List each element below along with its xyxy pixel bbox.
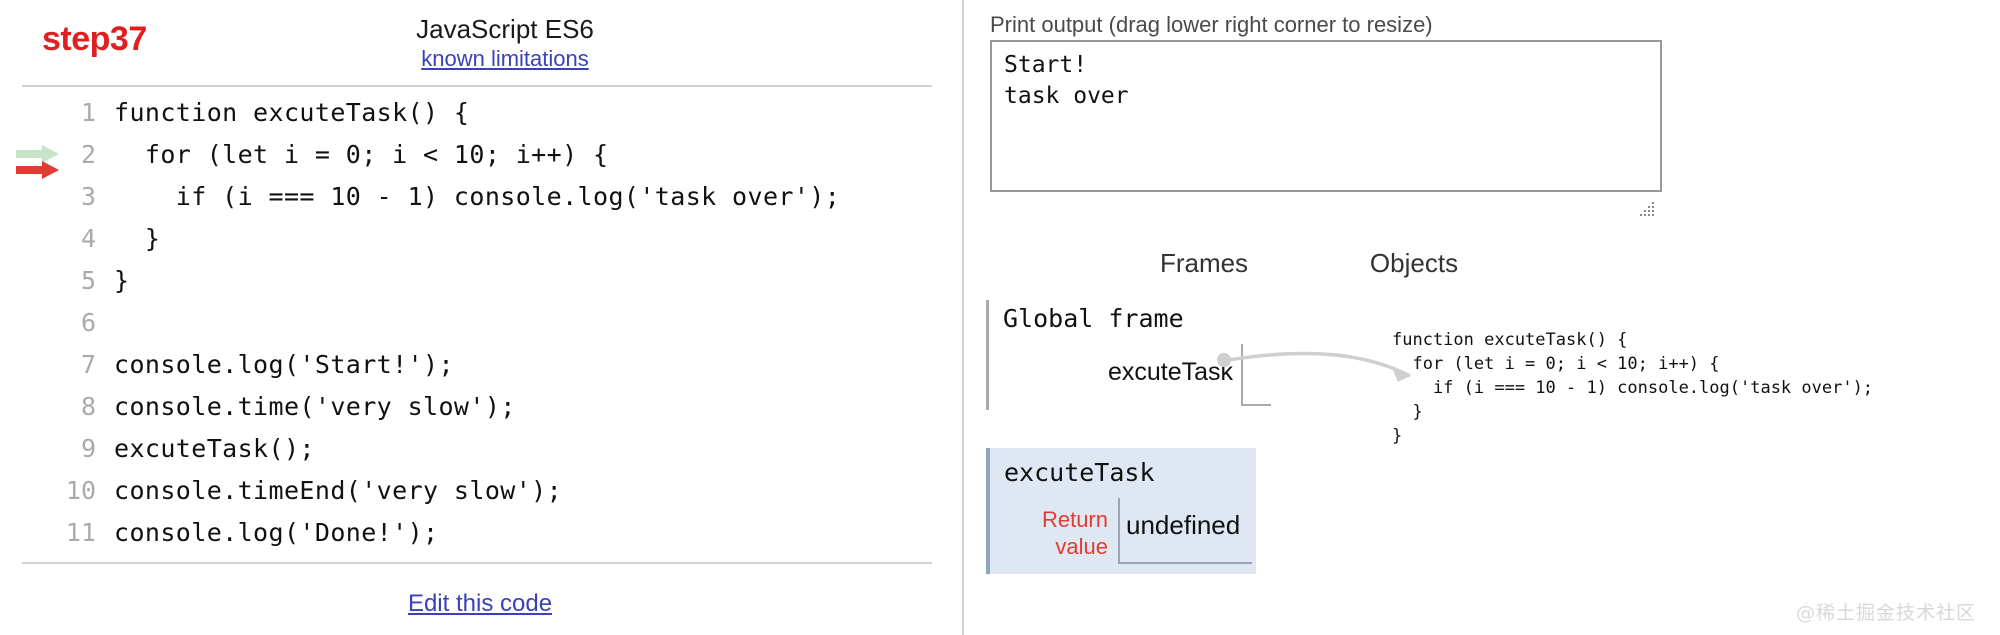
objects-header: Objects [1369, 248, 1459, 278]
line-number: 9 [80, 434, 96, 463]
watermark: @稀土掘金技术社区 [1795, 602, 1976, 624]
line-number: 6 [80, 308, 96, 337]
global-frame-title: Global frame [1003, 304, 1184, 333]
print-output-box[interactable]: Start! task over [990, 40, 1662, 192]
code-listing: 1 function excuteTask() { 2 for (let i = 0… [22, 98, 932, 560]
code-line: 2 for (let i = 0; i < 10; i++) { [22, 140, 932, 182]
return-value-label: Return value [1041, 507, 1108, 559]
current-line-arrow-icon [16, 161, 59, 179]
step-counter-label: step37 [42, 20, 147, 58]
code-line: 9 excuteTask(); [22, 434, 932, 476]
divider-bottom [22, 562, 932, 564]
line-number: 10 [65, 476, 96, 505]
visualization-pane: Print output (drag lower right corner to… [964, 0, 2000, 635]
line-text: } [114, 266, 130, 295]
global-variable-name: excuteTask [1107, 358, 1233, 386]
pane-divider [962, 0, 964, 635]
line-number: 4 [80, 224, 96, 253]
known-limitations-link[interactable]: known limitations [421, 46, 589, 71]
code-line: 11 console.log('Done!'); [22, 518, 932, 560]
line-number: 2 [80, 140, 96, 169]
code-line: 3 if (i === 10 - 1) console.log('task ov… [22, 182, 932, 224]
line-text: excuteTask(); [114, 434, 315, 463]
return-value-slot [1118, 498, 1252, 564]
line-text: console.timeEnd('very slow'); [114, 476, 563, 505]
line-number: 3 [80, 182, 96, 211]
resize-grip-icon[interactable] [1640, 200, 1656, 216]
line-text: if (i === 10 - 1) console.log('task over… [114, 182, 841, 211]
edit-this-code-link[interactable]: Edit this code [407, 590, 553, 617]
print-output-label: Print output (drag lower right corner to… [990, 12, 1433, 37]
frame-title: excuteTask [1004, 458, 1155, 487]
pointer-arrow-icon [1217, 351, 1411, 382]
code-line: 1 function excuteTask() { [22, 98, 932, 140]
line-number: 8 [80, 392, 96, 421]
code-line: 10 console.timeEnd('very slow'); [22, 476, 932, 518]
line-text: console.time('very slow'); [114, 392, 516, 421]
object-function-code: function excuteTask() { for (let i = 0; … [1392, 330, 1874, 446]
line-number: 5 [80, 266, 96, 295]
global-frame: Global frame excuteTask [986, 300, 1271, 410]
excute-task-frame: excuteTask Return value undefined [986, 448, 1256, 574]
frames-header: Frames [1159, 248, 1249, 278]
code-line: 6 [22, 308, 932, 350]
next-line-arrow-icon [16, 145, 59, 163]
line-text: console.log('Start!'); [114, 350, 454, 379]
divider-top [22, 85, 932, 87]
code-line: 5} [22, 266, 932, 308]
line-text: } [114, 224, 161, 253]
line-number: 11 [65, 518, 96, 547]
line-number: 1 [80, 98, 96, 127]
line-text: console.log('Done!'); [114, 518, 439, 547]
global-variable-value-slot [1241, 344, 1271, 406]
code-line: 7 console.log('Start!'); [22, 350, 932, 392]
language-title: JavaScript ES6 [416, 14, 594, 44]
code-line: 8 console.time('very slow'); [22, 392, 932, 434]
execution-pointer-group [16, 145, 60, 191]
line-number: 7 [80, 350, 96, 379]
return-value-text: undefined [1126, 510, 1241, 540]
line-text: function excuteTask() { [114, 98, 470, 127]
line-text: for (let i = 0; i < 10; i++) { [114, 140, 609, 169]
code-pane: step37 JavaScript ES6 known limitations … [0, 0, 960, 635]
code-line: 4 } [22, 224, 932, 266]
